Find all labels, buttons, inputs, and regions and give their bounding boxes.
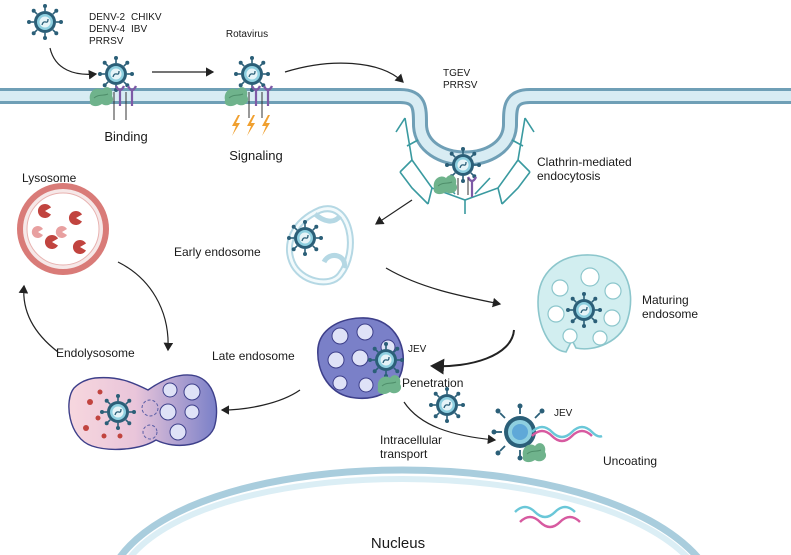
early-endosome: [285, 205, 354, 286]
virus-icon: [565, 291, 603, 329]
label-maturing-1: Maturing: [642, 293, 689, 307]
virus-icon: [286, 219, 324, 257]
label-tgev: TGEV: [443, 68, 471, 79]
rna-strand-icon: [514, 505, 581, 529]
virus-icon: [26, 3, 64, 41]
virus-icon: [428, 386, 466, 424]
label-endolysosome: Endolysosome: [56, 346, 135, 360]
lightning-icon: [247, 115, 255, 136]
label-signaling: Signaling: [229, 148, 283, 163]
label-jev-late: JEV: [408, 344, 427, 355]
virus-icon: [367, 341, 405, 379]
label-clathrin-2: endocytosis: [537, 169, 600, 183]
virus-icon: [99, 393, 137, 431]
lightning-icon: [262, 115, 270, 136]
rna-strand-icon: [531, 425, 603, 443]
lightning-icon: [232, 115, 240, 136]
lysosome: [17, 183, 109, 275]
late-endosome: [317, 317, 405, 400]
uncoating-virus: [491, 403, 547, 463]
nucleus: Nucleus: [117, 466, 701, 555]
label-denv4: DENV-4: [89, 24, 126, 35]
label-binding: Binding: [104, 129, 147, 144]
label-clathrin-1: Clathrin-mediated: [537, 155, 632, 169]
plasma-membrane: [0, 88, 791, 167]
label-maturing-2: endosome: [642, 307, 698, 321]
label-lysosome: Lysosome: [22, 171, 77, 185]
label-rotavirus: Rotavirus: [226, 29, 268, 40]
label-intracellular-1: Intracellular: [380, 433, 442, 447]
label-penetration: Penetration: [402, 376, 463, 390]
label-prrsv-right: PRRSV: [443, 80, 478, 91]
label-chikv: CHIKV: [131, 12, 162, 23]
label-ibv: IBV: [131, 24, 147, 35]
endolysosome: [68, 374, 218, 451]
label-intracellular-2: transport: [380, 447, 428, 461]
label-jev-uncoat: JEV: [554, 408, 573, 419]
receptor-icon: [433, 174, 458, 195]
label-late-endosome: Late endosome: [212, 349, 295, 363]
label-early-endosome: Early endosome: [174, 245, 261, 259]
label-denv2: DENV-2: [89, 12, 126, 23]
maturing-endosome: [537, 254, 632, 353]
label-prrsv-top: PRRSV: [89, 36, 124, 47]
label-uncoating: Uncoating: [603, 454, 657, 468]
nucleus-label: Nucleus: [371, 535, 425, 552]
